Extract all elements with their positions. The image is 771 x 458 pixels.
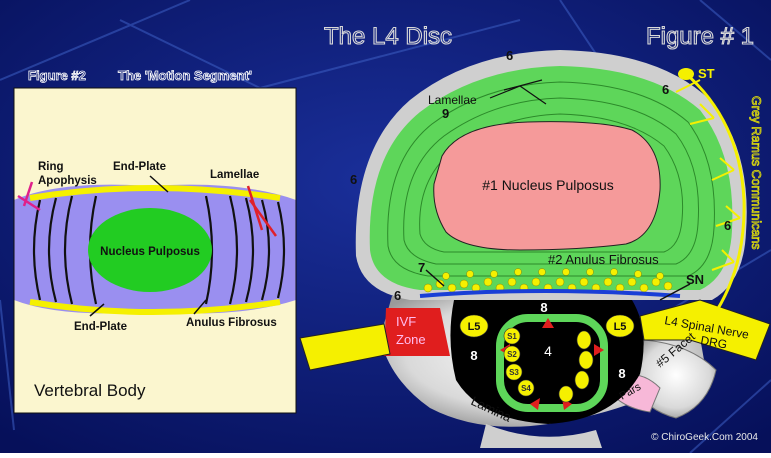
inset-title: The 'Motion Segment'	[118, 68, 252, 83]
label-6-left: 6	[350, 172, 357, 187]
figure-label: Figure # 1	[646, 23, 754, 50]
anulus-label: #2 Anulus Fibrosus	[548, 252, 659, 267]
motion-segment-inset: Ring Apophysis End-Plate Lamellae Nucleu…	[14, 88, 296, 413]
ivf-label-line1: IVF	[396, 314, 416, 329]
ring-apophysis-label-line1: Ring	[38, 161, 64, 173]
nucleus-label: #1 Nucleus Pulposus	[482, 177, 614, 193]
canal-label-8-left: 8	[470, 348, 477, 363]
inset-nucleus-label: Nucleus Pulposus	[100, 246, 200, 258]
ivf-label-line2: Zone	[396, 332, 426, 347]
copyright-text: © ChiroGeek.Com 2004	[651, 432, 758, 443]
s4-label: S4	[521, 384, 531, 393]
label-6-top: 6	[506, 48, 513, 63]
label-6-right-mid: 6	[724, 218, 731, 233]
canal-label-8-right: 8	[618, 366, 625, 381]
s2-label: S2	[507, 350, 517, 359]
l5-right-label: L5	[614, 321, 627, 333]
s3-label: S3	[509, 368, 519, 377]
disc-lamellae-label: Lamellae	[428, 93, 477, 107]
anulus-fibrosus-label: Anulus Fibrosus	[186, 317, 277, 329]
label-6-right-top: 6	[662, 82, 669, 97]
ring-apophysis-label-line2: Apophysis	[38, 175, 97, 187]
sympathetic-trunk-ganglion	[678, 68, 694, 80]
grey-ramus-label: Grey Ramus Communicans	[749, 96, 763, 250]
end-plate-top-label: End-Plate	[113, 161, 166, 173]
canal-label-4: 4	[544, 343, 552, 359]
sn-label: SN	[686, 272, 704, 287]
label-7: 7	[418, 260, 425, 275]
end-plate-bottom-label: End-Plate	[74, 321, 127, 333]
label-9: 9	[442, 106, 449, 121]
st-label: ST	[698, 66, 715, 81]
vertebral-body-label: Vertebral Body	[34, 381, 146, 400]
s1-label: S1	[507, 332, 517, 341]
canal-label-8-top: 8	[540, 300, 547, 315]
l5-left-label: L5	[468, 321, 481, 333]
lamellae-label: Lamellae	[210, 169, 259, 181]
label-6-bottom: 6	[394, 288, 401, 303]
inset-figure-label: Figure #2	[28, 68, 86, 83]
diagram-title: The L4 Disc	[324, 23, 452, 50]
